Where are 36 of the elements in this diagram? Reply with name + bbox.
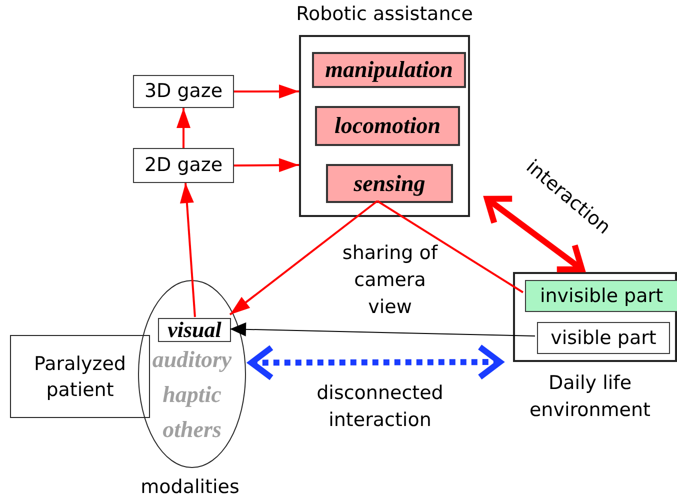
caption-text: Daily life environment	[528, 371, 652, 423]
modality-label: haptic	[162, 381, 222, 409]
node-label: visual	[168, 318, 222, 342]
group-heading: Robotic assistance	[296, 3, 473, 25]
edge-label: sharing of camera view	[341, 241, 439, 320]
function-box	[315, 106, 460, 146]
node-label: sensing	[354, 170, 426, 196]
part-box	[525, 280, 677, 312]
arrow	[234, 158, 299, 172]
node-label: Paralyzed patient	[33, 352, 127, 402]
modality-label: others	[162, 416, 222, 444]
node-label: locomotion	[334, 113, 441, 139]
arrow	[234, 84, 299, 98]
caption-text: modalities	[140, 475, 240, 500]
environment-box	[513, 272, 677, 362]
node-label: manipulation	[325, 57, 453, 83]
function-box	[312, 52, 466, 88]
arrow	[230, 322, 536, 336]
node-label: invisible part	[540, 286, 664, 306]
process-box	[133, 148, 234, 183]
arrow	[229, 200, 378, 316]
arrow	[176, 108, 190, 148]
arrow	[180, 182, 196, 318]
function-box	[326, 164, 453, 203]
node-label: visible part	[550, 328, 656, 348]
connector-line	[376, 200, 524, 294]
node-label: 2D gaze	[144, 155, 223, 176]
modality-ellipse	[138, 280, 246, 468]
process-box	[133, 75, 234, 108]
patient-box	[10, 335, 150, 418]
modality-box	[158, 318, 231, 342]
modality-label: auditory	[152, 346, 232, 374]
node-label: 3D gaze	[144, 81, 223, 102]
arrow	[484, 196, 585, 272]
part-box	[537, 322, 670, 354]
dotted-double-arrow	[248, 344, 503, 381]
